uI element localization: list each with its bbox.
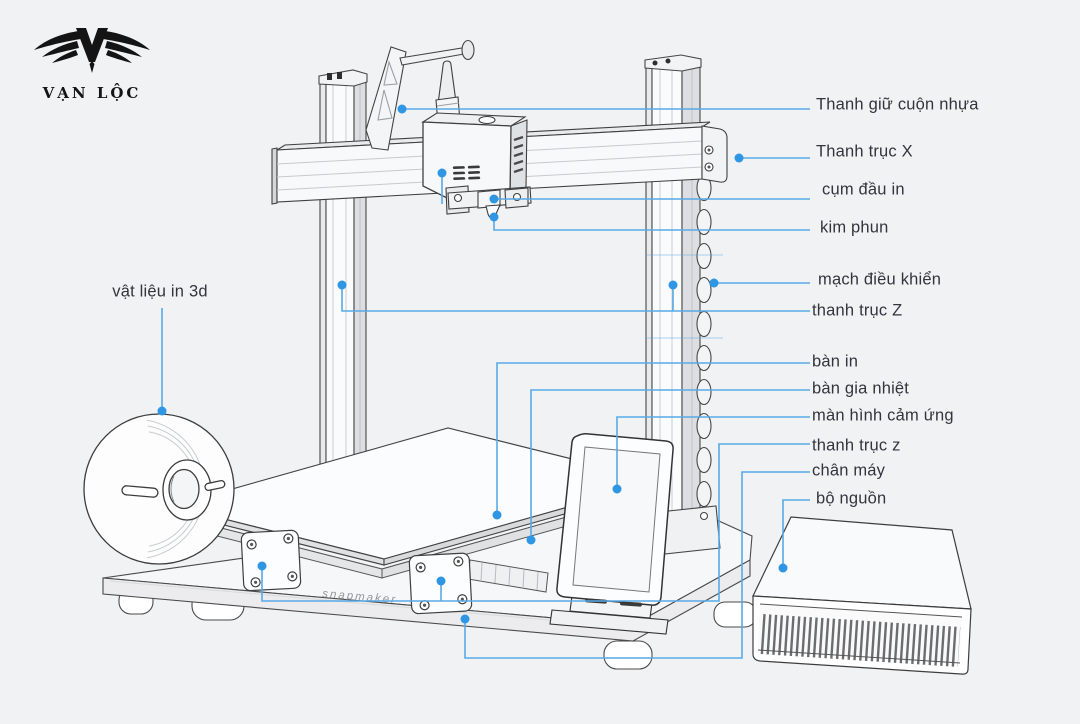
brand-name: VẠN LỘC xyxy=(42,84,142,102)
leader-print-bed xyxy=(496,362,810,515)
leader-z-axis-lower xyxy=(261,443,810,602)
leader-power-supply xyxy=(782,499,810,568)
brand-logo: VẠN LỘC xyxy=(30,24,154,102)
y-rail-right-stub xyxy=(467,559,549,593)
nozzle-block xyxy=(445,185,532,219)
callout-label-print-bed: bàn in xyxy=(812,352,859,371)
leader-machine-feet xyxy=(464,471,810,659)
leader-heated-bed xyxy=(530,389,810,540)
power-supply-unit xyxy=(752,516,972,675)
winged-v-logo-icon xyxy=(34,28,150,73)
y-module-left-motor xyxy=(240,529,302,592)
controller-knobs xyxy=(696,174,712,508)
leader-z-axis-upper xyxy=(341,285,810,312)
callout-label-controller: mạch điều khiển xyxy=(818,270,942,289)
leader-touchscreen xyxy=(616,416,810,489)
callout-label-machine-feet: chân máy xyxy=(812,461,886,480)
callout-label-print-head: cụm đầu in xyxy=(822,180,905,199)
callout-label-power-supply: bộ nguồn xyxy=(816,489,887,508)
callout-label-heated-bed: bàn gia nhiệt xyxy=(812,379,910,398)
callout-label-x-axis: Thanh trục X xyxy=(816,142,913,161)
callout-label-filament-material: vật liệu in 3d xyxy=(112,282,208,301)
callout-label-z-axis-lower: thanh trục z xyxy=(812,436,901,455)
callout-label-z-axis-upper: thanh trục Z xyxy=(812,301,903,320)
print-head-assembly xyxy=(421,60,532,219)
callout-dots xyxy=(157,104,788,624)
callout-label-touchscreen: màn hình cảm ứng xyxy=(812,406,954,425)
filament-holder-rod xyxy=(365,39,475,151)
callout-label-filament-rod: Thanh giữ cuộn nhựa xyxy=(816,95,979,114)
filament-spool xyxy=(83,413,235,565)
callout-label-nozzle: kim phun xyxy=(820,218,889,237)
right-z-column xyxy=(639,54,721,557)
